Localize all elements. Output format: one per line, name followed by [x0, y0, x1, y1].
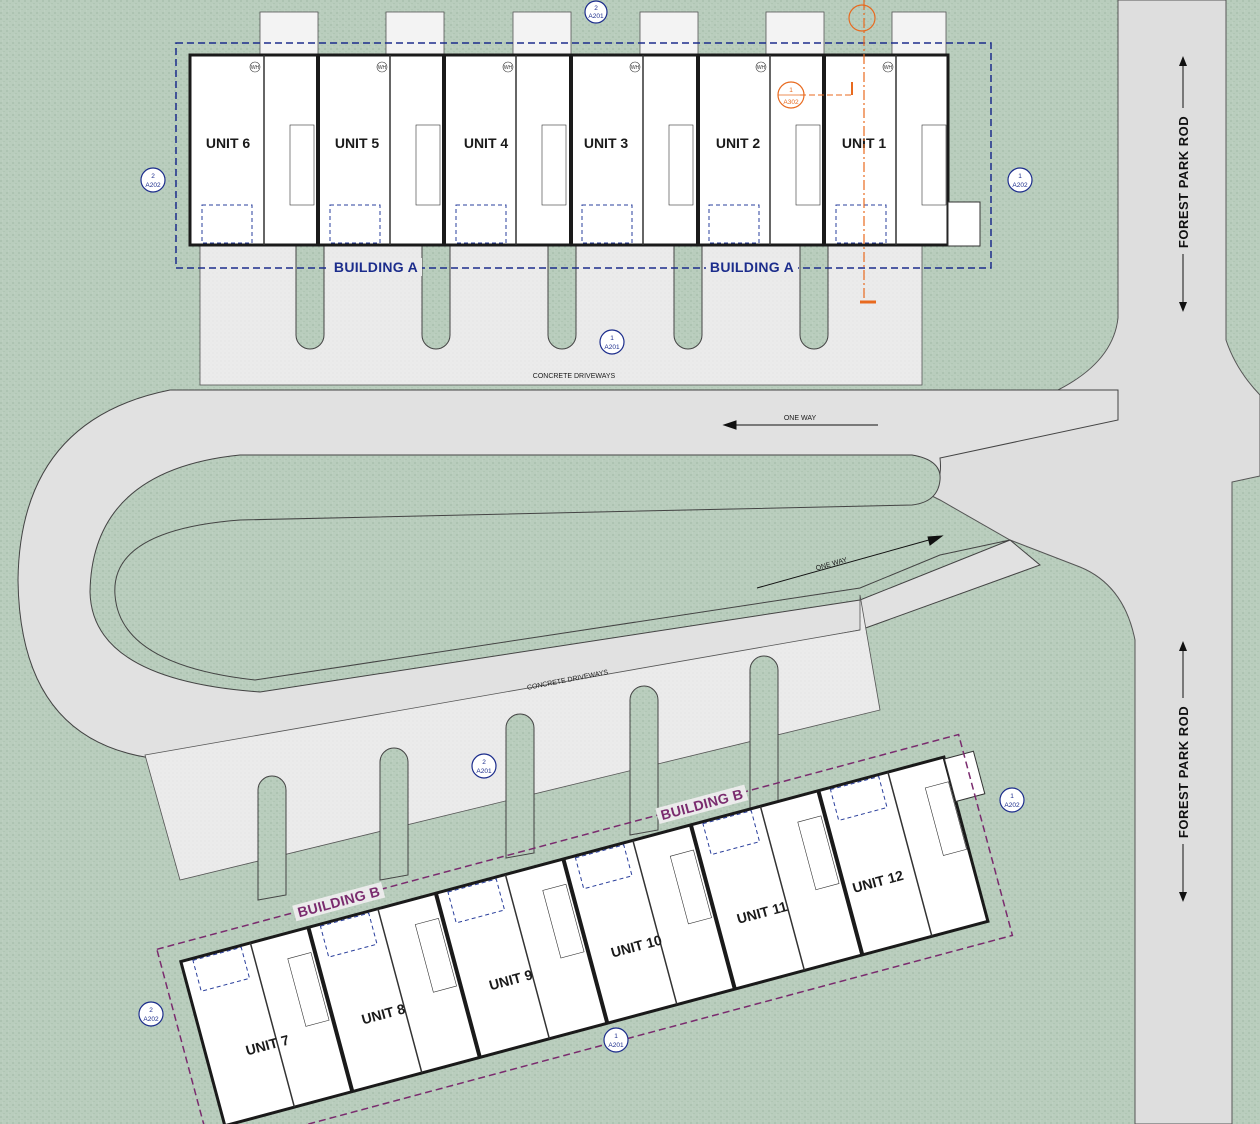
road-name-top: FOREST PARK ROD	[1173, 56, 1193, 312]
tag-sheet: A201	[588, 13, 604, 20]
building-a-outline	[175, 42, 992, 269]
tag-sheet: A201	[604, 344, 620, 351]
building-a-label-bg	[330, 258, 422, 276]
wh-label: WH	[504, 65, 513, 71]
unit-label-4: UNIT 4	[464, 135, 509, 151]
section-marker	[777, 0, 876, 304]
tag-sheet: A202	[1004, 802, 1020, 809]
building-a-label-right: BUILDING A	[710, 259, 794, 275]
wh-label: WH	[631, 65, 640, 71]
building-a-label-bg	[706, 258, 798, 276]
tag-num: 2	[482, 759, 486, 766]
unit-label-3: UNIT 3	[584, 135, 629, 151]
concrete-driveways-label-a: CONCRETE DRIVEWAYS	[533, 373, 616, 380]
wh-label: WH	[757, 65, 766, 71]
building-b	[155, 733, 1014, 1124]
section-tag-sheet: A302	[783, 99, 799, 106]
loop-island	[89, 454, 1011, 693]
tag-num: 2	[151, 173, 155, 180]
wh-label: WH	[251, 65, 260, 71]
a-driveway-islands	[295, 244, 829, 350]
tag-sheet: A202	[145, 182, 161, 189]
tag-sheet: A201	[476, 768, 492, 775]
road-label-bottom: FOREST PARK ROD	[1176, 706, 1191, 838]
road-label-top: FOREST PARK ROD	[1176, 116, 1191, 248]
tag-num: 2	[149, 1007, 153, 1014]
tag-num: 1	[1010, 793, 1014, 800]
water-heater-markers	[249, 61, 894, 73]
tag-sheet: A202	[143, 1016, 159, 1023]
tag-num: 1	[614, 1033, 618, 1040]
tag-sheet: A201	[608, 1042, 624, 1049]
building-a-label-left: BUILDING A	[334, 259, 418, 275]
tag-num: 1	[1018, 173, 1022, 180]
one-way-arrow-top	[722, 420, 878, 430]
one-way-arrow-bottom	[756, 535, 944, 589]
one-way-label-top: ONE WAY	[784, 415, 817, 422]
b-driveway-islands	[257, 655, 779, 901]
building-a	[188, 11, 981, 247]
unit-label-2: UNIT 2	[716, 135, 761, 151]
unit-label-5: UNIT 5	[335, 135, 380, 151]
road-name-bottom: FOREST PARK ROD	[1173, 641, 1193, 902]
unit-label-1: UNIT 1	[842, 135, 887, 151]
elevation-tags	[138, 0, 1033, 1053]
tag-num: 2	[594, 5, 598, 12]
unit-label-6: UNIT 6	[206, 135, 251, 151]
tag-sheet: A202	[1012, 182, 1028, 189]
wh-label: WH	[884, 65, 893, 71]
tag-num: 1	[610, 335, 614, 342]
section-tag-number: 1	[789, 87, 793, 94]
wh-label: WH	[378, 65, 387, 71]
